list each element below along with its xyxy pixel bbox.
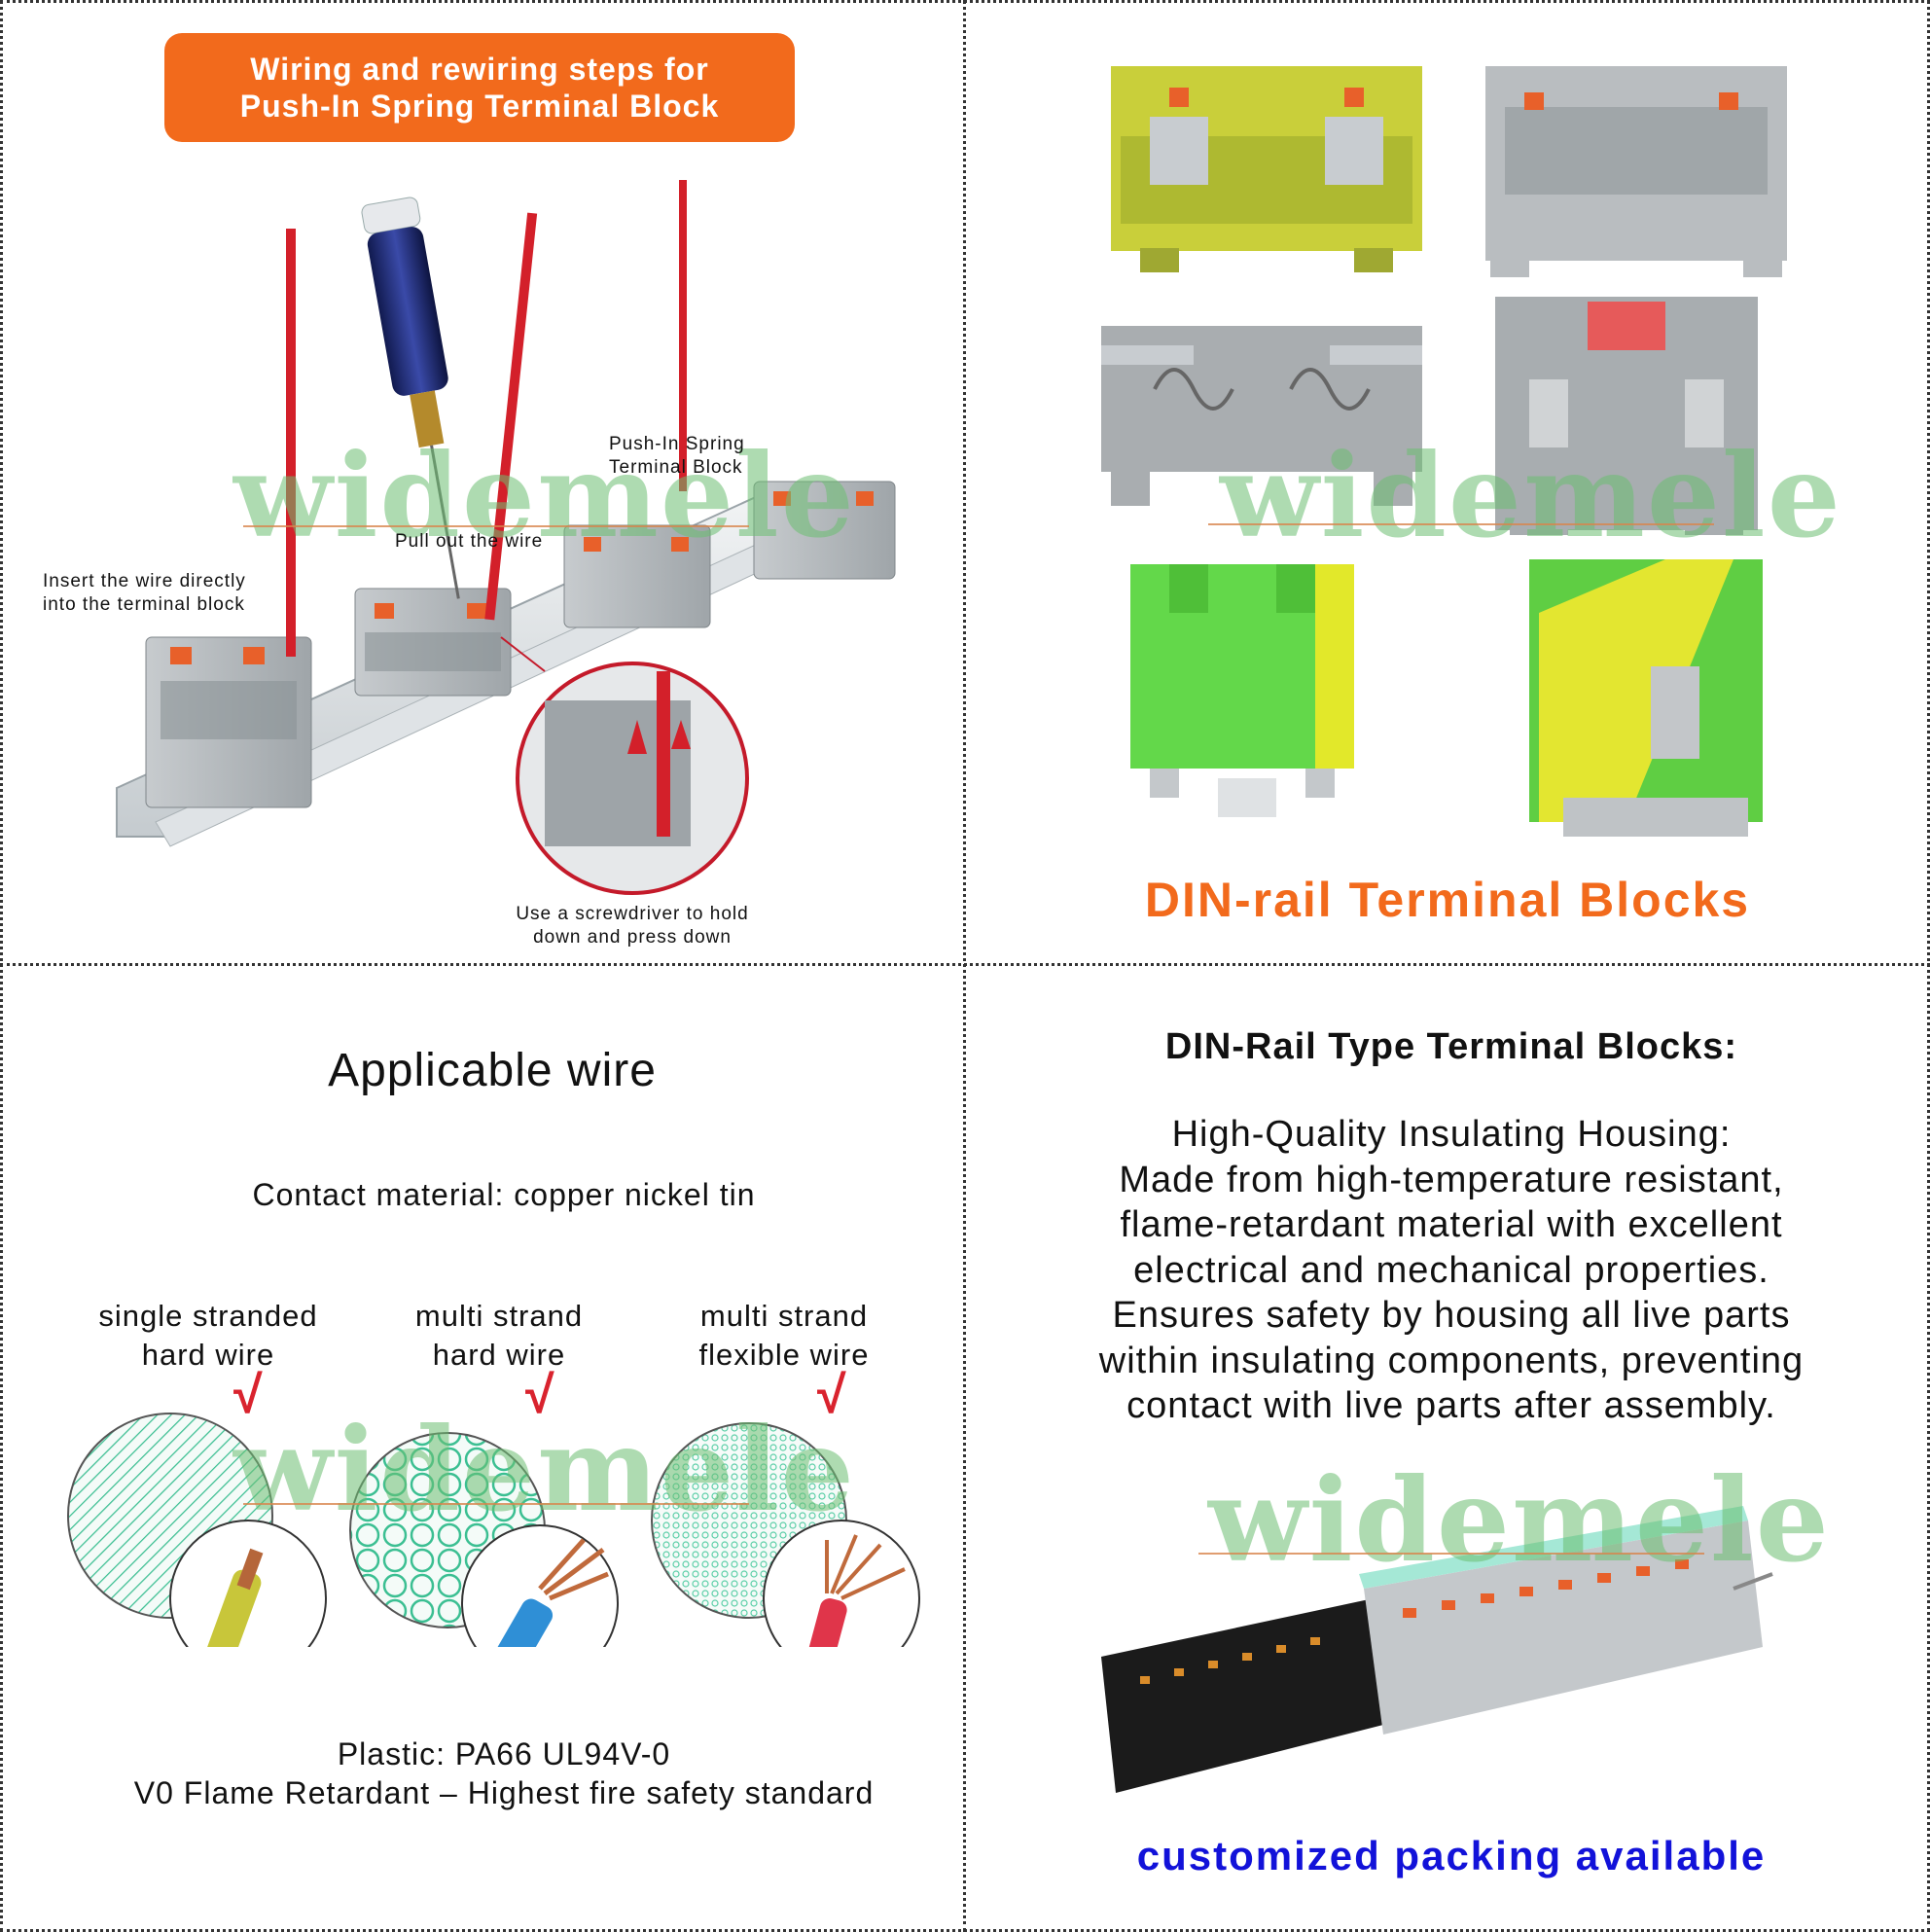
- wire-type-line-1: multi strand: [414, 1299, 584, 1333]
- banner-line-2: Push-In Spring Terminal Block: [239, 89, 720, 124]
- product-disconnect-block: [1495, 297, 1758, 535]
- screwdriver-label: Use a screwdriver to hold down and press…: [486, 903, 778, 949]
- description-line: flame-retardant material with excellent: [1120, 1204, 1783, 1245]
- description-line: within insulating components, preventing: [1098, 1340, 1805, 1381]
- wire-type-multi-hard: multi strand hard wire: [363, 1297, 635, 1375]
- plastic-spec-text: Plastic: PA66 UL94V-0: [337, 1736, 671, 1771]
- wiring-steps-banner: Wiring and rewiring steps for Push-In Sp…: [164, 33, 795, 142]
- push-in-label-line-2: Terminal Block: [609, 457, 743, 478]
- watermark-underline: [243, 1503, 749, 1505]
- wiring-illustration: [116, 180, 896, 895]
- terminal-block-1: [145, 636, 312, 808]
- screwdriver-label-line-2: down and press down: [533, 927, 732, 948]
- description-line: Ensures safety by housing all live parts: [1112, 1295, 1791, 1336]
- check-icon: √: [817, 1366, 846, 1424]
- watermark: widemele: [1220, 428, 1842, 563]
- watermark-underline: [1208, 523, 1714, 525]
- check-icon: √: [233, 1366, 263, 1424]
- red-wire-3: [679, 180, 687, 491]
- description-line: High-Quality Insulating Housing:: [1171, 1114, 1732, 1155]
- insert-wire-label: Insert the wire directly into the termin…: [43, 570, 246, 617]
- din-rail-title: DIN-rail Terminal Blocks: [1144, 873, 1751, 927]
- applicable-wire-title: Applicable wire: [328, 1045, 657, 1096]
- terminal-block-3: [563, 524, 711, 628]
- wire-type-multi-flexible: multi strand flexible wire: [648, 1297, 920, 1375]
- push-in-label-line-1: Push-In Spring: [609, 434, 745, 454]
- terminal-block-4: [753, 481, 896, 580]
- wire-type-single-hard: single stranded hard wire: [72, 1297, 344, 1375]
- product-gray-spring-block: [1101, 326, 1422, 506]
- vertical-divider: [963, 0, 966, 1932]
- screwdriver: [361, 197, 460, 599]
- description-line: electrical and mechanical properties.: [1133, 1249, 1769, 1291]
- description-line: contact with live parts after assembly.: [1126, 1385, 1776, 1426]
- terminal-description-panel: DIN-Rail Type Terminal Blocks: High-Qual…: [965, 966, 1930, 1932]
- wire-type-line-2: hard wire: [141, 1338, 275, 1372]
- push-in-label: Push-In Spring Terminal Block: [609, 433, 745, 480]
- insert-label-line-2: into the terminal block: [43, 594, 245, 615]
- watermark: widemele: [233, 428, 856, 563]
- product-gray-push-in-block: [1485, 66, 1787, 277]
- wire-type-line-1: single stranded: [98, 1299, 318, 1333]
- wire-cross-sections: [67, 1413, 920, 1647]
- horizontal-divider: [0, 963, 1930, 966]
- product-yellow-green-block: [1111, 66, 1422, 272]
- housing-description: High-Quality Insulating Housing: Made fr…: [965, 1112, 1930, 1429]
- wire-type-line-1: multi strand: [699, 1299, 869, 1333]
- watermark: widemele: [233, 1402, 856, 1537]
- din-rail-products-panel: widemele DIN-rail Terminal Blocks: [965, 0, 1930, 966]
- screwdriver-label-line-1: Use a screwdriver to hold: [516, 904, 749, 924]
- product-green-earth-block: [1130, 564, 1354, 817]
- terminal-assembly-photo: [1101, 1506, 1773, 1793]
- contact-material-text: Contact material: copper nickel tin: [252, 1177, 756, 1212]
- din-rail-type-heading: DIN-Rail Type Terminal Blocks:: [1164, 1026, 1738, 1067]
- red-wire-1: [286, 229, 296, 657]
- applicable-wire-panel: Applicable wire Contact material: copper…: [0, 966, 965, 1932]
- product-screw-earth-block: [1529, 559, 1763, 837]
- banner-line-1: Wiring and rewiring steps for: [250, 52, 709, 87]
- product-grid: [1101, 66, 1787, 837]
- watermark-underline: [243, 525, 749, 527]
- red-wire-2: [484, 212, 538, 621]
- wiring-steps-panel: Wiring and rewiring steps for Push-In Sp…: [0, 0, 965, 966]
- wire-type-line-2: flexible wire: [698, 1338, 870, 1372]
- watermark-underline: [1198, 1553, 1704, 1555]
- insert-label-line-1: Insert the wire directly: [43, 571, 246, 591]
- watermark: widemele: [1208, 1452, 1831, 1588]
- pull-out-label: Pull out the wire: [395, 531, 544, 552]
- terminal-block-2: [354, 588, 512, 697]
- description-line: Made from high-temperature resistant,: [1119, 1159, 1784, 1200]
- check-icon: √: [525, 1366, 554, 1424]
- flame-retardant-text: V0 Flame Retardant – Highest fire safety…: [133, 1775, 875, 1810]
- customized-packing-text: customized packing available: [1136, 1833, 1767, 1878]
- wire-type-line-2: hard wire: [432, 1338, 566, 1372]
